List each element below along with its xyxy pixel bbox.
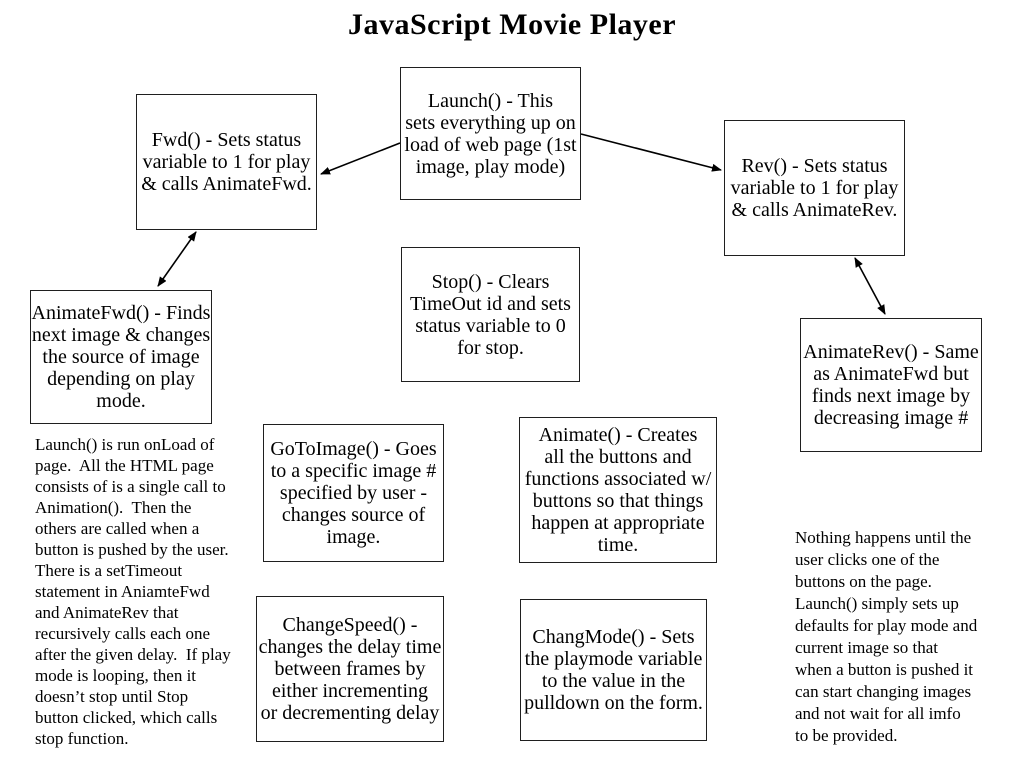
function-box-animate: Animate() - Creates all the buttons and …	[519, 417, 717, 563]
function-box-changespeed: ChangeSpeed() - changes the delay time b…	[256, 596, 444, 742]
arrow-launch-to-rev	[580, 133, 722, 172]
note-nothing-happens: Nothing happens until the user clicks on…	[795, 528, 978, 745]
function-box-animaterev: AnimateRev() - Same as AnimateFwd but fi…	[800, 318, 982, 452]
arrow-fwd-animatefwd	[157, 231, 197, 287]
function-box-launch: Launch() - This sets everything up on lo…	[400, 67, 581, 200]
page-title: JavaScript Movie Player	[347, 8, 677, 41]
function-box-changmode: ChangMode() - Sets the playmode variable…	[520, 599, 707, 741]
function-box-rev: Rev() - Sets status variable to 1 for pl…	[724, 120, 905, 256]
function-box-gotoimage: GoToImage() - Goes to a specific image #…	[263, 424, 444, 562]
function-box-stop: Stop() - Clears TimeOut id and sets stat…	[401, 247, 580, 382]
arrow-rev-animaterev	[854, 257, 886, 315]
function-box-animatefwd: AnimateFwd() - Finds next image & change…	[30, 290, 212, 424]
function-box-fwd: Fwd() - Sets status variable to 1 for pl…	[136, 94, 317, 230]
arrow-launch-to-fwd	[320, 142, 401, 175]
note-launch-onload: Launch() is run onLoad of page. All the …	[35, 435, 231, 748]
